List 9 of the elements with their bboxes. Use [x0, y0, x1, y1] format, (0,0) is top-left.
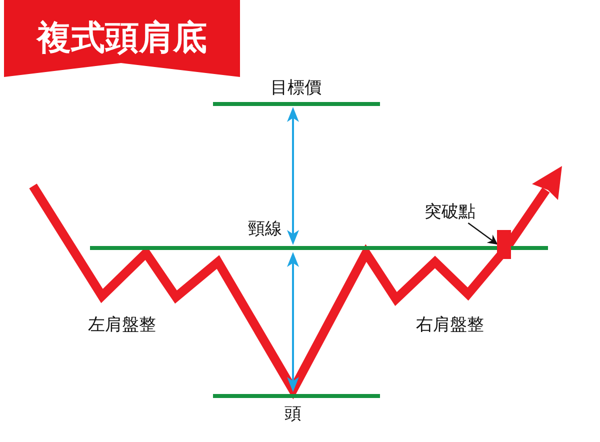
leader-arrow	[468, 222, 498, 245]
breakout-label: 突破點	[424, 202, 476, 222]
target-price-label: 目標價	[270, 78, 322, 98]
head-label: 頭	[284, 404, 302, 424]
right-shoulder-label: 右肩盤整	[416, 315, 484, 335]
neckline-label: 頸線	[248, 219, 282, 239]
left-shoulder-label: 左肩盤整	[88, 315, 156, 335]
breakout-marker	[497, 230, 511, 259]
title: 複式頭肩底	[37, 18, 207, 58]
